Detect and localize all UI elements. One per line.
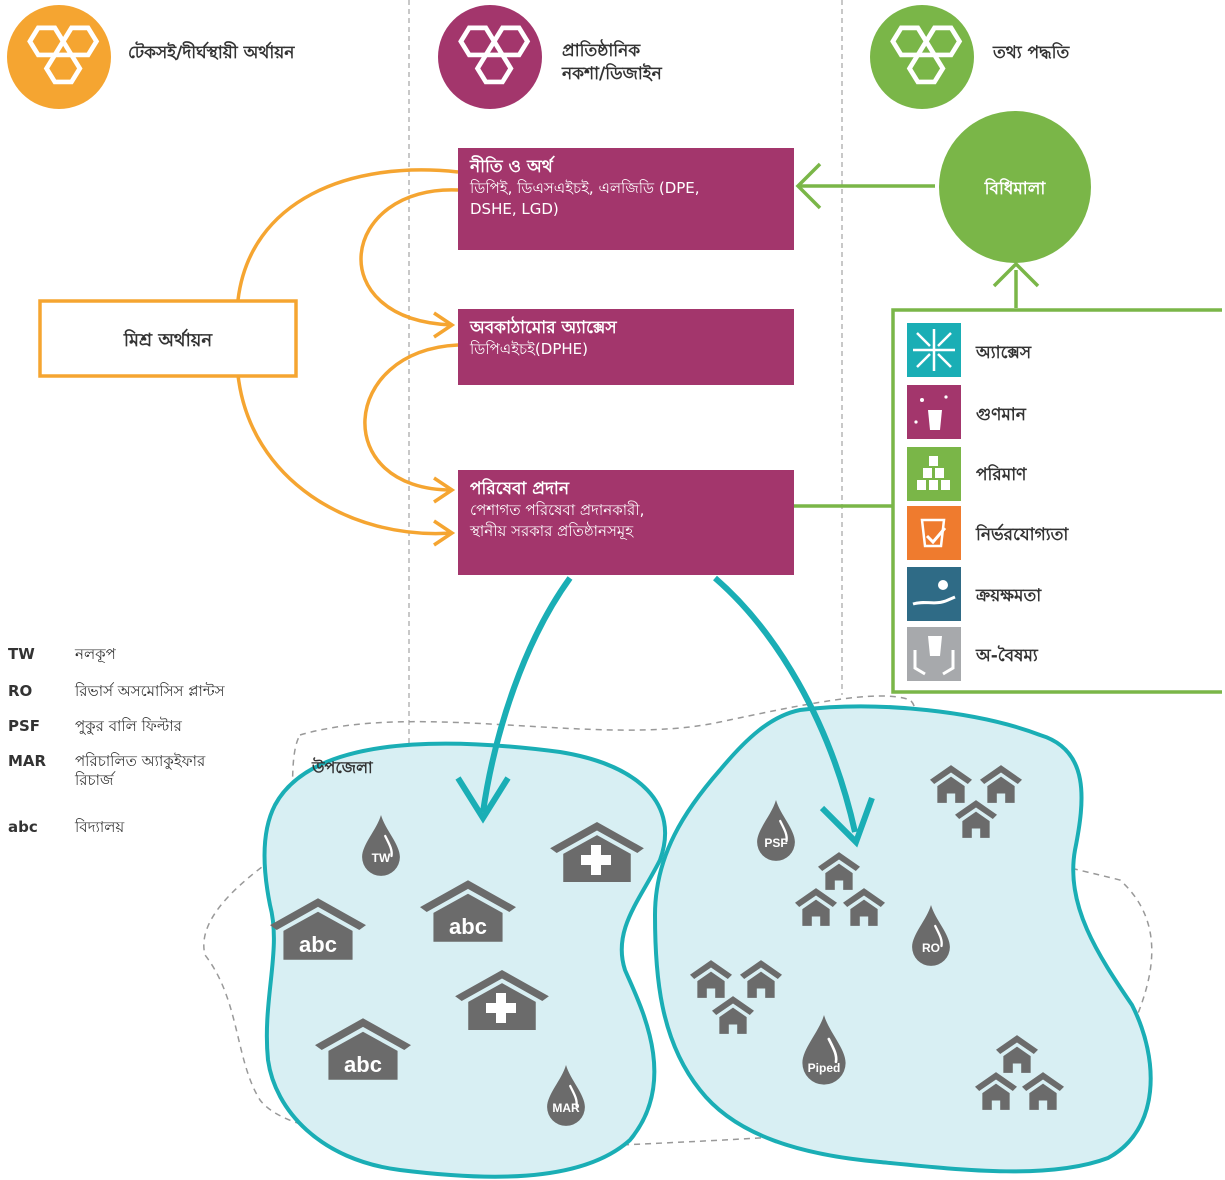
mixed-finance-box [38, 299, 298, 378]
psf-label: PSF [764, 836, 787, 850]
legend-key: TW [8, 645, 35, 663]
finance-arrows [236, 168, 459, 547]
legend-item: abc বিদ্যালয় [8, 818, 124, 837]
left-service-area [262, 741, 667, 1179]
right-service-area [652, 704, 1153, 1174]
policy-finance-title: নীতি ও অর্থ [470, 157, 553, 177]
service-delivery-line2: স্থানীয় সরকার প্রতিষ্ঠানসমূহ [470, 522, 634, 540]
reliability-icon [907, 506, 961, 560]
access-icon [907, 323, 961, 377]
element-label-reliability: নির্ভরযোগ্যতা [976, 525, 1069, 545]
infrastructure-access-box: অবকাঠামোর অ্যাক্সেস ডিপিএইচই(DPHE) [458, 309, 794, 385]
mar-label: MAR [552, 1101, 580, 1115]
element-label-quality: গুণমান [976, 405, 1026, 425]
legend-item: TW নলকূপ [8, 645, 116, 664]
legend-value: পুকুর বালি ফিল্টার [75, 717, 182, 735]
school-label: abc [299, 932, 337, 957]
non-discrimination-icon [907, 627, 961, 681]
header-design-line1: প্রাতিষ্ঠানিক [562, 41, 641, 61]
element-label-quantity: পরিমাণ [976, 465, 1027, 485]
tw-label: TW [372, 851, 391, 865]
header-funding: টেকসই/দীর্ঘস্থায়ী অর্থায়ন [128, 43, 295, 63]
element-label-affordability: ক্রয়ক্ষমতা [976, 586, 1042, 606]
header-data-methods: তথ্য পদ্ধতি [993, 43, 1070, 63]
upazila-outline [203, 695, 1153, 1147]
mixed-finance-label: মিশ্র অর্থায়ন [123, 330, 213, 351]
legend-key: PSF [8, 717, 41, 735]
piped-label: Piped [808, 1061, 841, 1075]
service-delivery-title: পরিষেবা প্রদান [470, 479, 569, 499]
legend-value: বিদ্যালয় [75, 818, 125, 836]
legend-value: পরিচালিত অ্যাকুইফার [75, 752, 206, 770]
legend-value: রিভার্স অসমোসিস প্লান্টস [75, 682, 225, 700]
ro-label: RO [922, 941, 940, 955]
quantity-icon [907, 447, 961, 501]
regulations-circle [939, 111, 1091, 263]
header-design-line2: নকশা/ডিজাইন [562, 64, 662, 84]
legend-key: abc [8, 818, 38, 836]
funding-honeycomb-icon [7, 5, 111, 109]
school-label: abc [344, 1052, 382, 1077]
health-clinic-icon [550, 822, 644, 882]
legend-value: নলকূপ [75, 645, 116, 663]
policy-finance-line1: ডিপিই, ডিএসএইচই, এলজিডি (DPE, [470, 179, 700, 197]
upazila-label: উপজেলা [312, 758, 373, 777]
policy-finance-box: নীতি ও অর্থ ডিপিই, ডিএসএইচই, এলজিডি (DPE… [458, 148, 794, 250]
service-delivery-line1: পেশাগত পরিষেবা প্রদানকারী, [470, 501, 645, 519]
affordability-icon [907, 567, 961, 621]
data-honeycomb-icon [870, 5, 974, 109]
legend-item: RO রিভার্স অসমোসিস প্লান্টস [8, 682, 225, 701]
policy-finance-line2: DSHE, LGD) [470, 200, 559, 218]
legend-key: MAR [8, 752, 47, 770]
design-honeycomb-icon [438, 5, 542, 109]
legend-value-line2: রিচার্জ [75, 771, 114, 789]
quality-icon [907, 385, 961, 439]
elements-box [891, 308, 1222, 694]
regulations-label: বিধিমালা [984, 179, 1046, 199]
element-label-non-discrimination: অ-বৈষম্য [976, 646, 1038, 666]
school-label: abc [449, 914, 487, 939]
service-delivery-box: পরিষেবা প্রদান পেশাগত পরিষেবা প্রদানকারী… [458, 470, 794, 575]
data-arrows [794, 162, 1040, 508]
health-clinic-icon [455, 970, 549, 1030]
infrastructure-access-line1: ডিপিএইচই(DPHE) [470, 340, 588, 358]
legend-key: RO [8, 682, 33, 700]
element-label-access: অ্যাক্সেস [976, 343, 1032, 363]
legend-item: PSF পুকুর বালি ফিল্টার [8, 717, 182, 736]
service-arrows [455, 575, 875, 848]
infrastructure-access-title: অবকাঠামোর অ্যাক্সেস [470, 318, 617, 338]
